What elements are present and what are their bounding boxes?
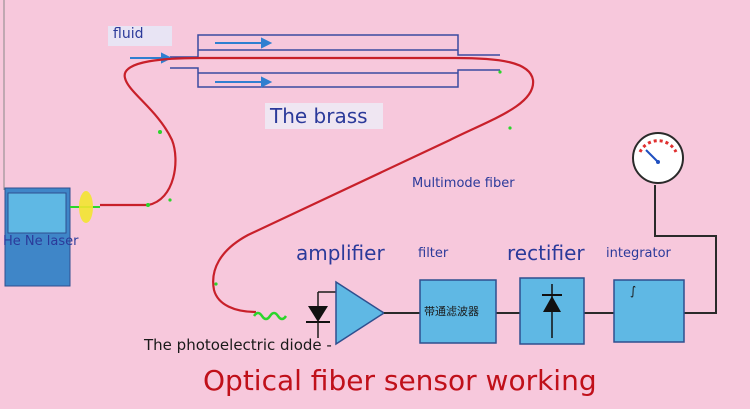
filter-box (419, 279, 497, 344)
diagram-caption: Optical fiber sensor working (203, 364, 597, 397)
amplifier-label: amplifier (296, 241, 385, 265)
fiber-highlights (146, 70, 512, 286)
integrator-box-text: ∫ (630, 284, 637, 298)
fluid-label: fluid (113, 26, 144, 42)
laser-label: He Ne laser (3, 234, 79, 249)
meter-icon (632, 132, 684, 184)
integrator-label: integrator (606, 246, 671, 261)
multimode-fiber-label: Multimode fiber (412, 176, 515, 191)
diode-icon (306, 291, 336, 338)
brass-label-bg (265, 103, 383, 129)
filter-label: filter (418, 246, 449, 261)
filter-box-text: 带通滤波器 (424, 305, 479, 318)
brass-label: The brass (270, 104, 368, 128)
flow-arrow-icon (130, 37, 273, 88)
signal-wires (384, 185, 717, 314)
integrator-box (613, 279, 685, 343)
light-wave-icon (252, 311, 288, 321)
photodiode-label: The photoelectric diode - (144, 336, 332, 354)
lens-icon (79, 191, 93, 223)
laser-window (7, 192, 67, 234)
rectifier-diode-icon (542, 284, 562, 338)
optical-fiber (100, 56, 535, 314)
rectifier-label: rectifier (507, 241, 585, 265)
fluid-label-bg (108, 26, 172, 46)
amplifier-triangle-icon (335, 280, 386, 346)
